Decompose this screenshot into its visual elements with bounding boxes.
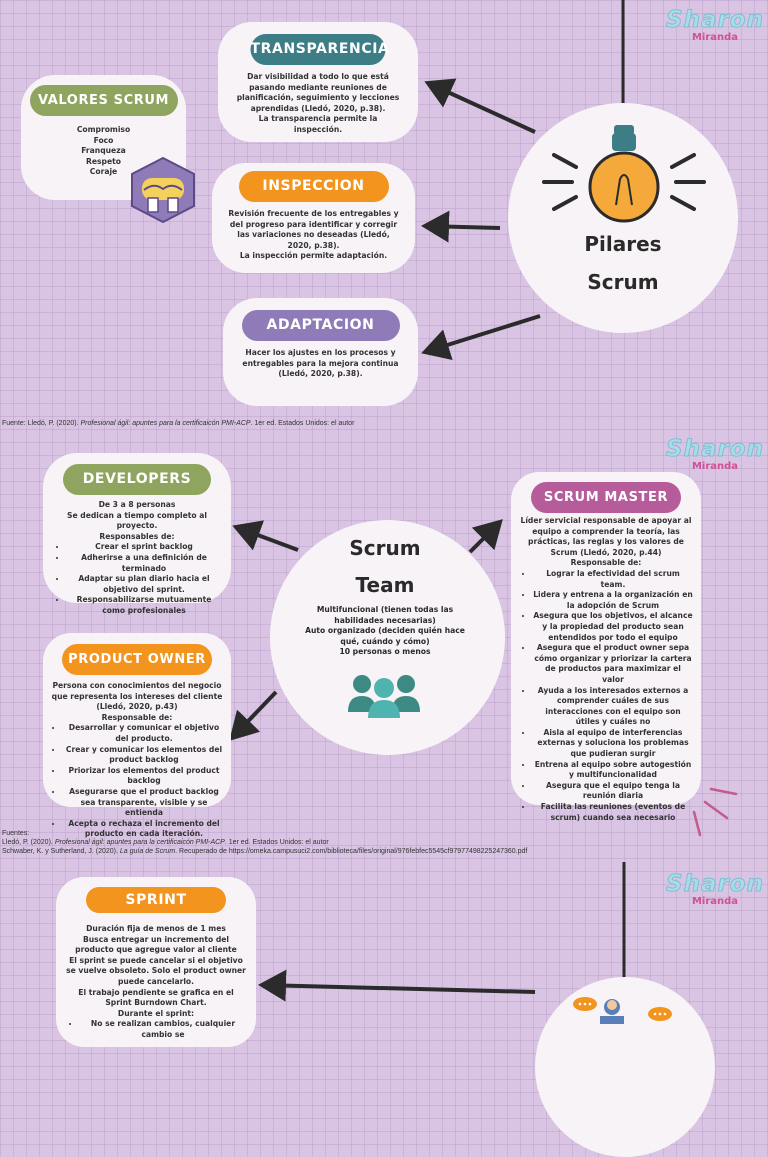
- connector-arrows: [229, 0, 738, 1002]
- inspeccion-title: INSPECCION: [238, 171, 389, 202]
- inspeccion-card: INSPECCION Revisión frecuente de los ent…: [212, 163, 415, 273]
- brand-surname: Miranda: [691, 461, 739, 472]
- person-chat-icon: [573, 997, 672, 1024]
- product-owner-card: PRODUCT OWNER Persona con conocimientos …: [43, 633, 231, 838]
- team-title-2: Team: [355, 573, 415, 597]
- valores-title: VALORES SCRUM: [29, 85, 178, 116]
- transparencia-text: Dar visibilidad a todo lo que está pasan…: [236, 72, 400, 134]
- product-owner-title: PRODUCT OWNER: [62, 644, 212, 675]
- scrum-master-text: Líder servicial responsable de apoyar al…: [519, 516, 693, 823]
- brand-surname: Miranda: [691, 32, 739, 43]
- developers-title: DEVELOPERS: [63, 464, 211, 495]
- pilares-title-2: Scrum: [587, 270, 659, 294]
- brand-name: Sharon: [666, 871, 764, 897]
- team-description: Multifuncional (tienen todas las habilid…: [305, 605, 465, 657]
- sprint-card: SPRINT Duración fija de menos de 1 mes B…: [56, 877, 256, 1047]
- scrum-master-card: SCRUM MASTER Líder servicial responsable…: [511, 472, 701, 822]
- valores-list: Compromiso Foco Franqueza Respeto Coraje: [76, 125, 131, 177]
- inspeccion-text: Revisión frecuente de los entregables y …: [228, 209, 399, 261]
- handshake-icon: [131, 156, 195, 224]
- scrum-master-title: SCRUM MASTER: [531, 482, 681, 513]
- pilares-title-1: Pilares: [584, 232, 662, 256]
- product-owner-text: Persona con conocimientos del negocio qu…: [49, 681, 225, 840]
- adaptacion-card: ADAPTACION Hacer los ajustes en los proc…: [223, 298, 418, 406]
- sprint-title: SPRINT: [86, 887, 226, 913]
- transparencia-card: TRANSPARENCIA Dar visibilidad a todo lo …: [218, 22, 418, 142]
- brand-name: Sharon: [666, 436, 764, 462]
- brand-name: Sharon: [666, 7, 764, 33]
- adaptacion-text: Hacer los ajustes en los procesos y entr…: [242, 348, 399, 379]
- team-sources: Fuentes: Lledó, P. (2020). Profesional á…: [2, 830, 528, 855]
- developers-card: DEVELOPERS De 3 a 8 personas Se dedican …: [43, 453, 231, 615]
- adaptacion-title: ADAPTACION: [241, 310, 400, 341]
- developers-text: De 3 a 8 personas Se dedican a tiempo co…: [53, 500, 221, 617]
- team-title-1: Scrum: [349, 536, 421, 560]
- sprint-text: Duración fija de menos de 1 mes Busca en…: [66, 924, 246, 1041]
- brand-surname: Miranda: [691, 896, 739, 907]
- team-people-icon: [348, 675, 420, 718]
- lightbulb-icon: [542, 125, 706, 223]
- transparencia-title: TRANSPARENCIA: [250, 34, 389, 65]
- brand-logo-1: Sharon Miranda: [660, 8, 768, 44]
- brand-logo-2: Sharon Miranda: [660, 437, 768, 473]
- pilares-source: Fuente: Lledó, P. (2020). Profesional ág…: [2, 420, 355, 427]
- brand-logo-3: Sharon Miranda: [660, 872, 768, 908]
